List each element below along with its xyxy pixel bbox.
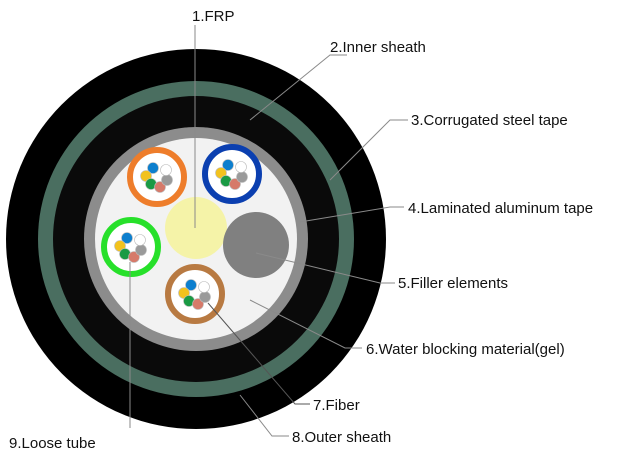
fiber-white: [198, 281, 210, 293]
label-laminated-aluminum-tape: 4.Laminated aluminum tape: [408, 200, 593, 217]
filler-element: [223, 212, 289, 278]
fiber-pink: [192, 298, 204, 310]
label-corrugated-steel-tape: 3.Corrugated steel tape: [411, 112, 568, 129]
fiber-blue: [222, 159, 234, 171]
label-loose-tube: 9.Loose tube: [9, 435, 96, 452]
leader-fiber: [207, 302, 310, 405]
fiber-blue: [185, 279, 197, 291]
loose-tube-brown: [165, 264, 225, 324]
leader-inner-sheath: [249, 54, 347, 121]
fiber-gray: [135, 244, 147, 256]
leader-outer-sheath: [239, 394, 289, 437]
leader-filler-elements: [255, 252, 395, 284]
fiber-pink: [154, 181, 166, 193]
fiber-gray: [199, 291, 211, 303]
label-frp: 1.FRP: [192, 8, 235, 25]
loose-tube-orange: [127, 147, 187, 207]
loose-tube-ring: [165, 264, 225, 324]
label-filler-elements: 5.Filler elements: [398, 275, 508, 292]
label-fiber: 7.Fiber: [313, 397, 360, 414]
label-water-blocking-material: 6.Water blocking material(gel): [366, 341, 565, 358]
fiber-white: [160, 164, 172, 176]
loose-tube-blue: [202, 144, 262, 204]
loose-tube-green: [101, 217, 161, 277]
loose-tube-ring: [202, 144, 262, 204]
loose-tube-ring: [101, 217, 161, 277]
leader-corrugated-steel-tape: [329, 119, 408, 181]
leader-laminated-aluminum-tape: [299, 206, 404, 223]
fiber-blue: [121, 232, 133, 244]
leader-water-blocking: [249, 299, 362, 349]
fiber-white: [235, 161, 247, 173]
loose-tube-ring: [127, 147, 187, 207]
frp-central-member: [165, 197, 227, 259]
fiber-gray: [236, 171, 248, 183]
fiber-pink: [128, 251, 140, 263]
fiber-white: [134, 234, 146, 246]
fiber-gray: [161, 174, 173, 186]
fiber-blue: [147, 162, 159, 174]
fiber-pink: [229, 178, 241, 190]
label-outer-sheath: 8.Outer sheath: [292, 429, 391, 446]
label-inner-sheath: 2.Inner sheath: [330, 39, 426, 56]
